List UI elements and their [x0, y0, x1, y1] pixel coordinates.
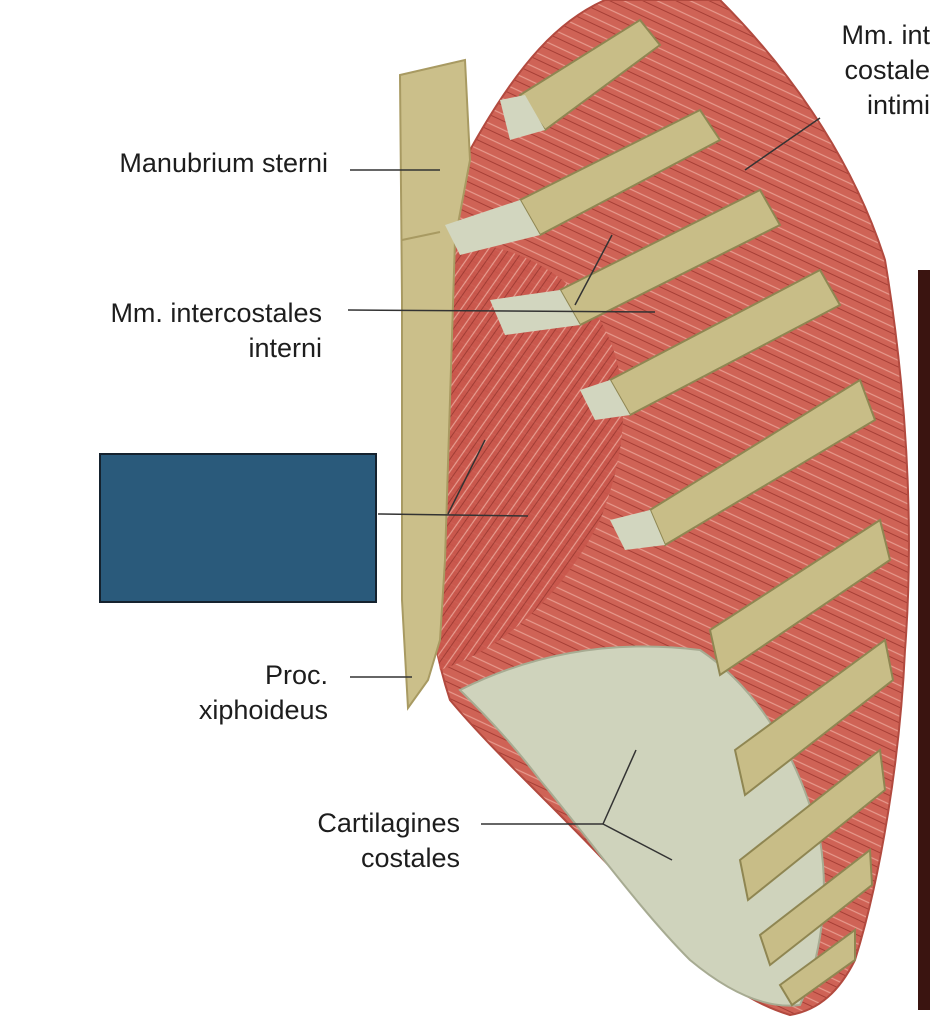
label-line-1: Cartilagines	[317, 808, 460, 838]
rib-9	[758, 848, 874, 967]
label-line-1: Mm. intercostales	[110, 298, 322, 328]
background-strip	[918, 270, 930, 1010]
rib-6	[708, 518, 892, 677]
label-line-2: interni	[248, 333, 322, 363]
masked-label-box	[99, 453, 377, 603]
label-intercostales-interni: Mm. intercostales interni	[40, 296, 322, 366]
label-line-2: xiphoideus	[198, 695, 328, 725]
rib-10	[778, 928, 856, 1007]
label-line-1: Proc.	[264, 660, 328, 690]
label-line-2: costale	[844, 55, 930, 85]
sternum	[398, 58, 472, 711]
anterior-muscle-bundle	[424, 243, 624, 670]
rib-7	[733, 638, 895, 797]
leader-lines	[347, 117, 821, 861]
rib-8	[738, 748, 887, 902]
label-line-1: Mm. int	[841, 20, 930, 50]
label-intercostales-intimi: Mm. int costale intimi	[800, 18, 930, 123]
label-manubrium-sterni: Manubrium sterni	[60, 146, 328, 181]
label-line-2: costales	[360, 843, 460, 873]
label-cartilagines-costales: Cartilagines costales	[270, 806, 460, 876]
rib-5	[648, 378, 877, 547]
label-line-3: intimi	[866, 90, 930, 120]
label-proc-xiphoideus: Proc. xiphoideus	[150, 658, 328, 728]
label-manubrium-text: Manubrium sterni	[119, 148, 328, 178]
